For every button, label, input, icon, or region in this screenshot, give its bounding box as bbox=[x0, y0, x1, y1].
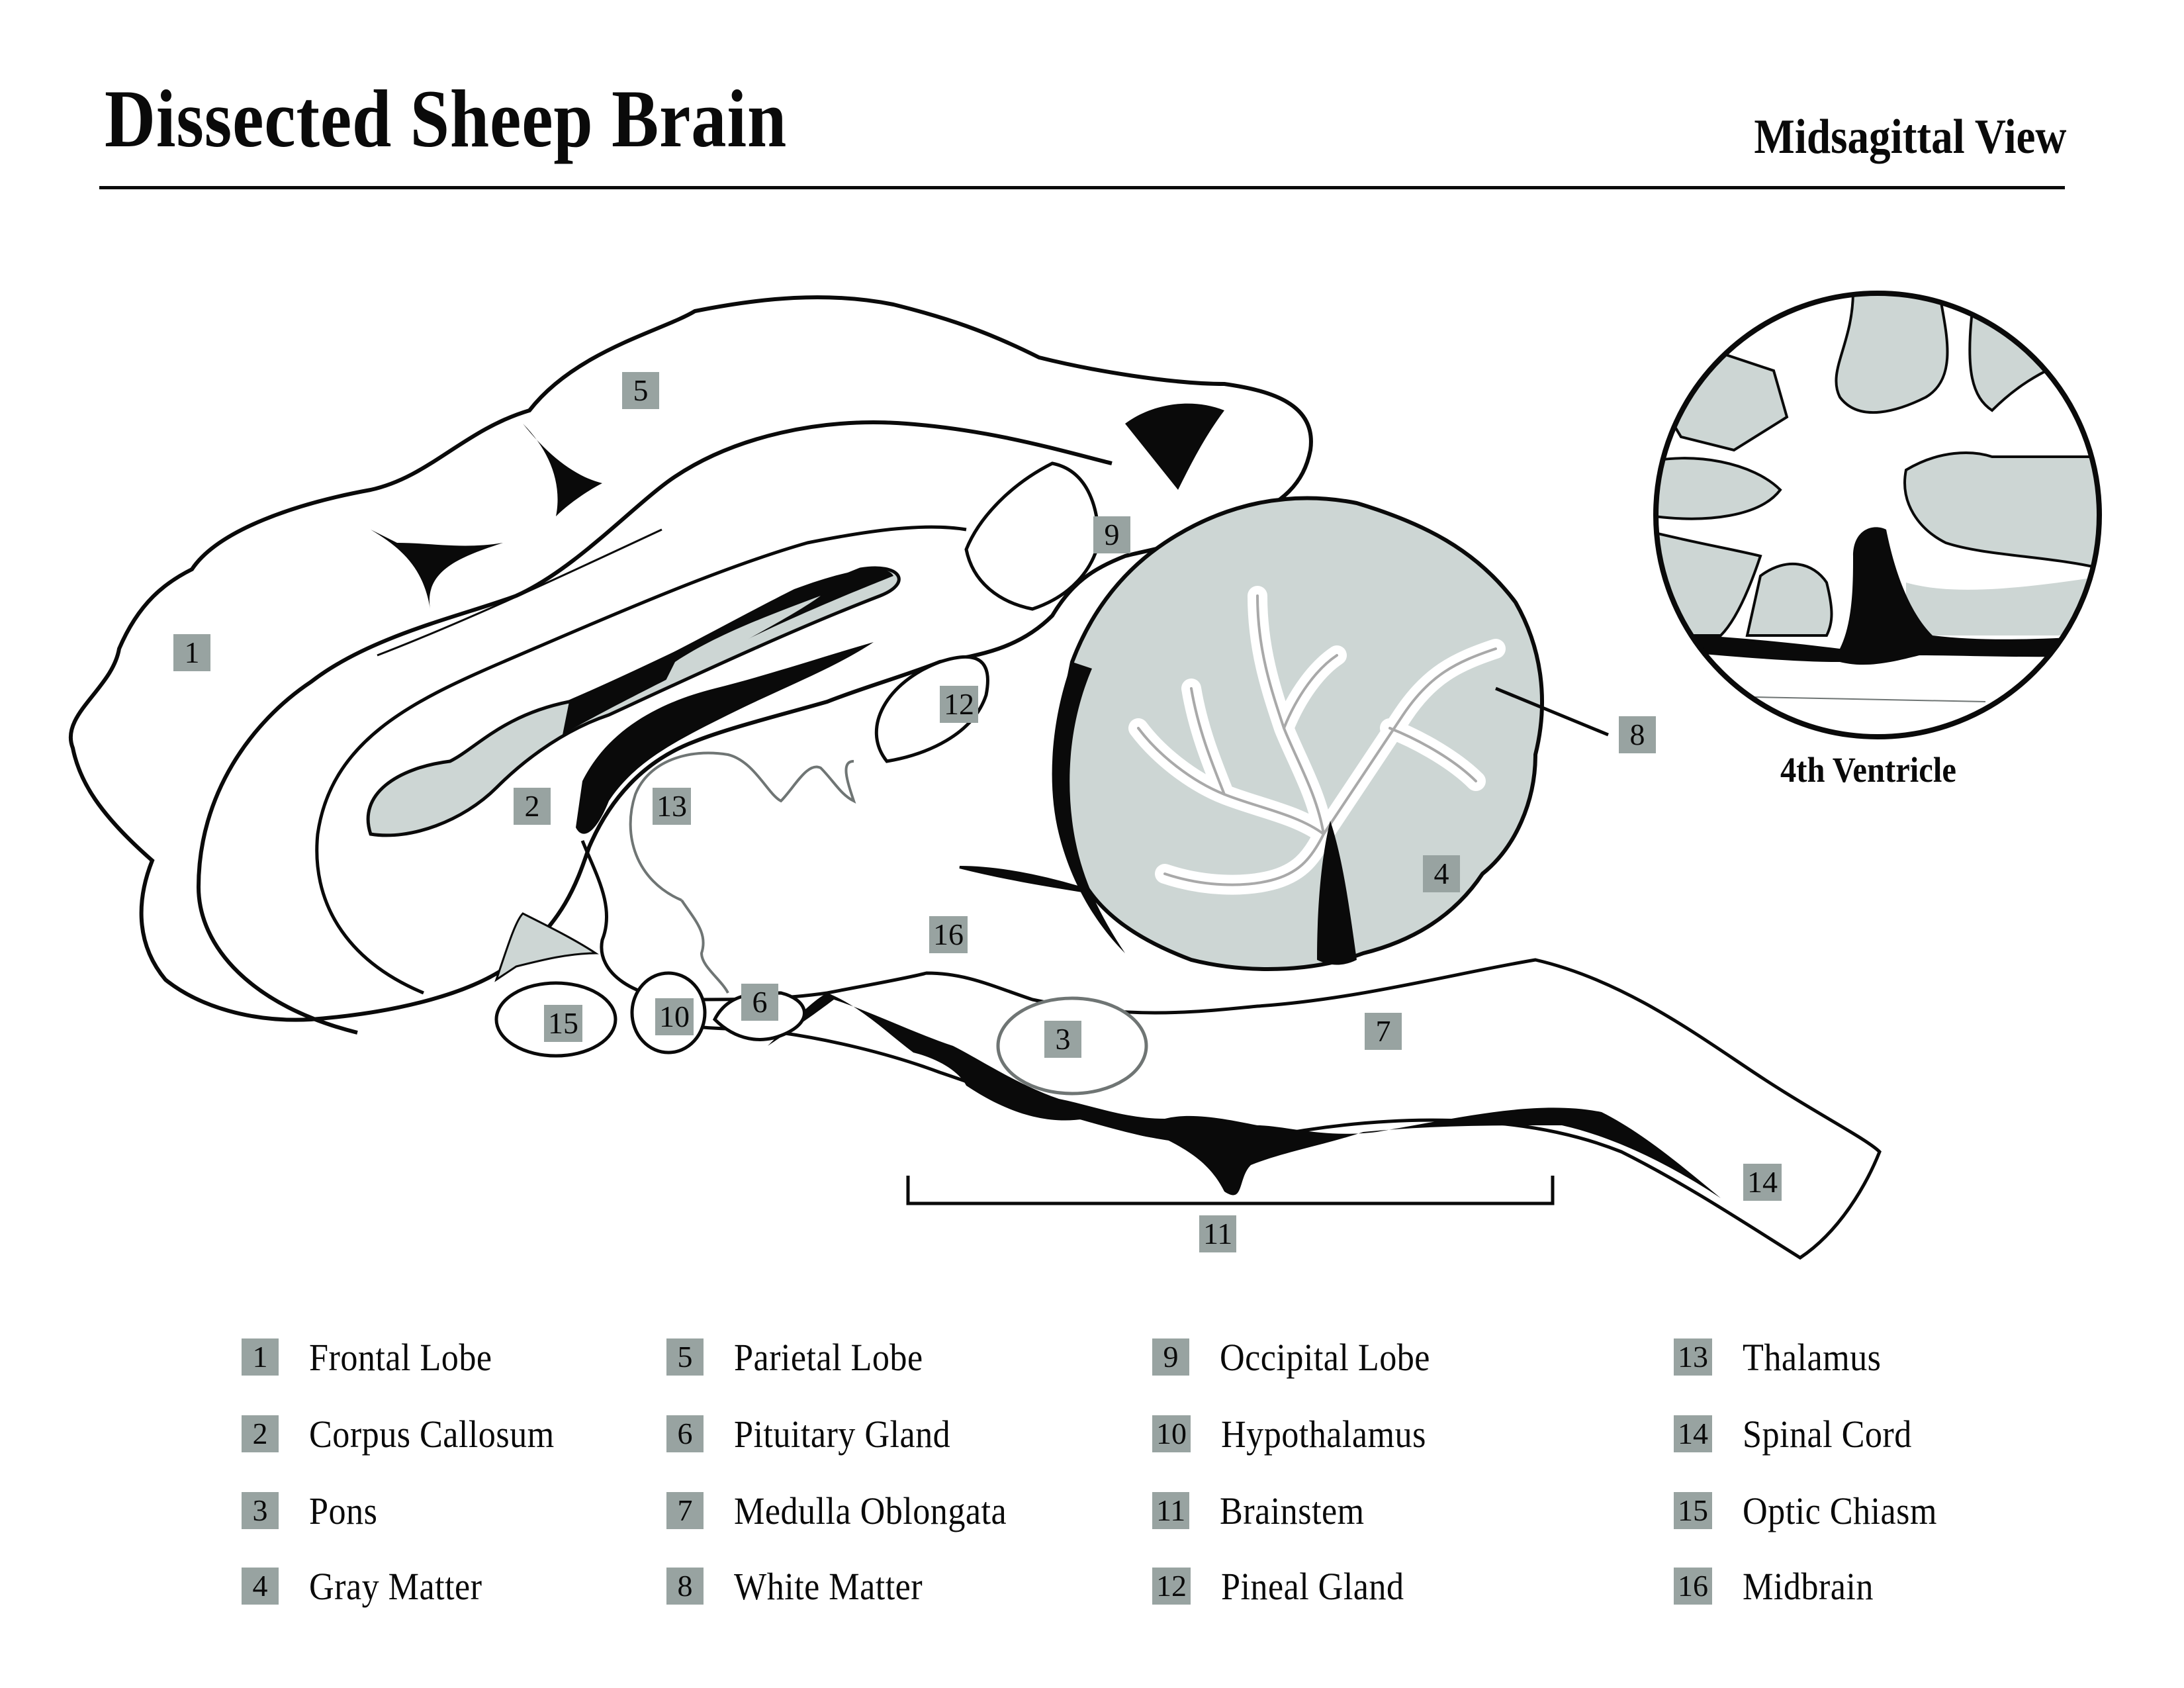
legend-number: 7 bbox=[666, 1492, 704, 1529]
legend-number: 14 bbox=[1674, 1415, 1712, 1452]
diagram-tag-3: 3 bbox=[1044, 1021, 1081, 1058]
corpus-callosum bbox=[366, 566, 901, 837]
legend-item: 12 Pineal Gland bbox=[1152, 1564, 1424, 1608]
pineal-gland bbox=[874, 655, 989, 763]
legend-item: 1 Frontal Lobe bbox=[242, 1335, 512, 1379]
legend-item: 2 Corpus Callosum bbox=[242, 1412, 582, 1456]
diagram-tag-2: 2 bbox=[514, 788, 551, 825]
brainstem-bracket bbox=[906, 1176, 1555, 1205]
diagram-tag-16: 16 bbox=[929, 916, 968, 953]
inset-circle-border bbox=[1653, 291, 2102, 739]
legend-label: Parietal Lobe bbox=[734, 1335, 923, 1379]
legend-label: Brainstem bbox=[1220, 1489, 1365, 1532]
legend-item: 6 Pituitary Gland bbox=[666, 1412, 975, 1456]
legend-number: 12 bbox=[1152, 1568, 1191, 1605]
header-rule bbox=[99, 186, 2065, 189]
legend-number: 9 bbox=[1152, 1338, 1189, 1376]
legend-number: 13 bbox=[1674, 1338, 1712, 1376]
legend-label: Pineal Gland bbox=[1221, 1564, 1404, 1608]
legend-label: Medulla Oblongata bbox=[734, 1489, 1007, 1532]
legend-label: Pons bbox=[309, 1489, 378, 1532]
legend-label: Optic Chiasm bbox=[1743, 1489, 1937, 1532]
legend-item: 9 Occipital Lobe bbox=[1152, 1335, 1453, 1379]
diagram-tag-9: 9 bbox=[1093, 516, 1130, 553]
diagram-tag-13: 13 bbox=[653, 788, 691, 825]
parietal-inner-gyrus bbox=[196, 420, 1113, 1035]
cerebellum bbox=[1056, 496, 1544, 971]
legend-item: 14 Spinal Cord bbox=[1674, 1412, 1931, 1456]
diagram-tag-8: 8 bbox=[1619, 716, 1656, 753]
cingulate-gyrus bbox=[315, 525, 967, 995]
legend-item: 3 Pons bbox=[242, 1489, 385, 1532]
diagram-tag-11: 11 bbox=[1199, 1215, 1237, 1252]
legend-label: Spinal Cord bbox=[1743, 1412, 1912, 1456]
optic-nerve-gray bbox=[494, 912, 599, 982]
legend-item: 8 White Matter bbox=[666, 1564, 944, 1608]
diagram-tag-1: 1 bbox=[173, 634, 210, 671]
diagram-tag-6: 6 bbox=[741, 984, 778, 1021]
inset-dark-band bbox=[1656, 527, 2099, 665]
legend-item: 5 Parietal Lobe bbox=[666, 1335, 944, 1379]
legend-label: White Matter bbox=[734, 1564, 923, 1608]
legend-number: 16 bbox=[1674, 1568, 1712, 1605]
cerebellum-dark-edge bbox=[1052, 662, 1125, 953]
diagram-tag-5: 5 bbox=[622, 372, 659, 409]
legend-label: Midbrain bbox=[1743, 1564, 1874, 1608]
legend-item: 15 Optic Chiasm bbox=[1674, 1489, 1959, 1532]
diagram-tag-7: 7 bbox=[1365, 1013, 1402, 1050]
sulcus-1 bbox=[371, 530, 503, 609]
callout-line-8 bbox=[1495, 686, 1609, 737]
legend-number: 6 bbox=[666, 1415, 704, 1452]
legend-label: Thalamus bbox=[1743, 1335, 1882, 1379]
brainstem-dark-ventral bbox=[768, 993, 1721, 1198]
legend-number: 15 bbox=[1674, 1492, 1712, 1529]
legend-number: 1 bbox=[242, 1338, 279, 1376]
diagram-tag-14: 14 bbox=[1743, 1164, 1782, 1201]
legend-item: 11 Brainstem bbox=[1152, 1489, 1381, 1532]
page-title: Dissected Sheep Brain bbox=[105, 73, 788, 164]
legend-label: Hypothalamus bbox=[1221, 1412, 1426, 1456]
inset-caption: 4th Ventricle bbox=[1780, 750, 1956, 790]
legend-number: 4 bbox=[242, 1568, 279, 1605]
legend-label: Gray Matter bbox=[309, 1564, 482, 1608]
sulcus-2 bbox=[523, 424, 602, 516]
legend-item: 13 Thalamus bbox=[1674, 1335, 1897, 1379]
lateral-ventricle bbox=[563, 569, 893, 735]
legend-label: Pituitary Gland bbox=[734, 1412, 951, 1456]
legend-label: Corpus Callosum bbox=[309, 1412, 555, 1456]
diagram-tag-15: 15 bbox=[544, 1005, 582, 1042]
thalamus-outline bbox=[629, 751, 856, 902]
legend-number: 3 bbox=[242, 1492, 279, 1529]
inset-magnified-view bbox=[1656, 293, 2099, 737]
legend-item: 16 Midbrain bbox=[1674, 1564, 1888, 1608]
legend-item: 10 Hypothalamus bbox=[1152, 1412, 1449, 1456]
legend-number: 10 bbox=[1152, 1415, 1191, 1452]
legend-item: 7 Medulla Oblongata bbox=[666, 1489, 1037, 1532]
diagram-tag-10: 10 bbox=[655, 998, 694, 1035]
sheep-brain-illustration bbox=[68, 291, 2102, 1260]
legend-number: 11 bbox=[1152, 1492, 1190, 1529]
arbor-vitae bbox=[1128, 586, 1506, 895]
diagram-tag-4: 4 bbox=[1423, 855, 1460, 892]
legend-item: 4 Gray Matter bbox=[242, 1564, 502, 1608]
diagram-tag-12: 12 bbox=[940, 686, 978, 723]
legend: 1 Frontal Lobe 2 Corpus Callosum 3 Pons … bbox=[242, 1335, 2028, 1648]
legend-number: 8 bbox=[666, 1568, 704, 1605]
page-subtitle: Midsagittal View bbox=[1753, 110, 2066, 164]
fourth-ventricle-fissure bbox=[1317, 821, 1357, 965]
legend-label: Occipital Lobe bbox=[1220, 1335, 1430, 1379]
fornix-dark bbox=[576, 642, 874, 834]
legend-number: 2 bbox=[242, 1415, 279, 1452]
legend-label: Frontal Lobe bbox=[309, 1335, 492, 1379]
legend-number: 5 bbox=[666, 1338, 704, 1376]
